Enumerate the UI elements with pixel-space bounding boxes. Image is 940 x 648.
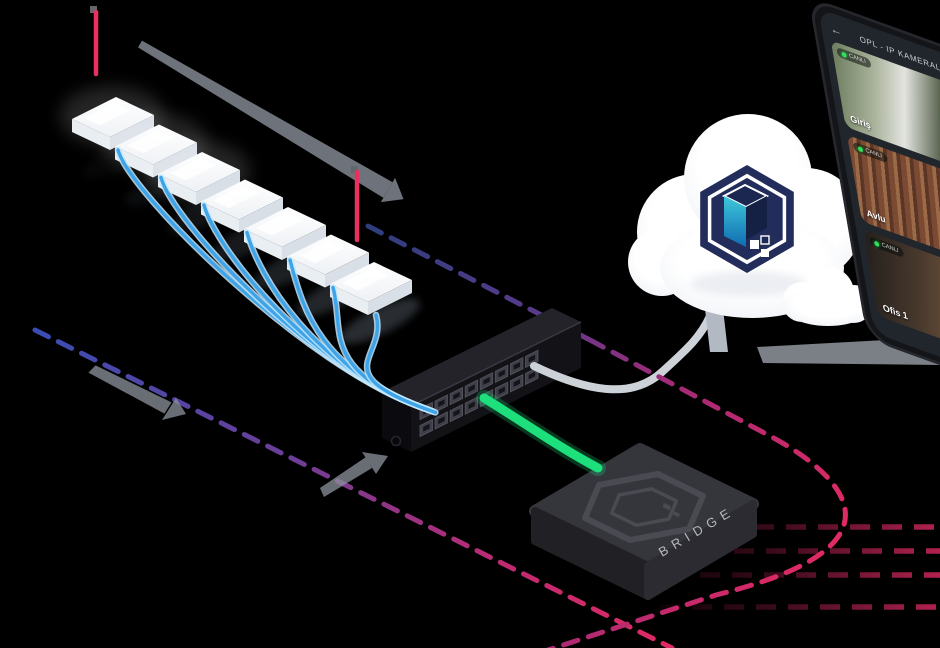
live-indicator-dot bbox=[841, 50, 847, 58]
bridge-cable bbox=[476, 390, 606, 476]
bus-line-lower-dashed bbox=[32, 327, 675, 648]
bus-flow-arrow bbox=[88, 365, 186, 420]
back-arrow-icon[interactable]: ← bbox=[829, 21, 843, 40]
keypad-row bbox=[60, 86, 420, 344]
bridge-device: BRIDGE bbox=[529, 443, 759, 600]
bridge-hexagon-logo bbox=[582, 471, 706, 543]
cloud-uplink-cable bbox=[530, 312, 714, 394]
switch-input-arrow bbox=[320, 452, 388, 497]
switch-led-button bbox=[390, 435, 402, 447]
network-switch bbox=[382, 308, 582, 452]
live-indicator-dot bbox=[857, 145, 864, 153]
cloud-hexagon-cube-logo bbox=[700, 165, 794, 273]
marker-pins bbox=[90, 6, 360, 243]
bus-line-upper-dashed-b bbox=[546, 337, 848, 648]
keypad-cables bbox=[114, 146, 439, 416]
live-indicator-dot bbox=[873, 240, 880, 247]
keypad-flow-arrow bbox=[138, 40, 404, 203]
